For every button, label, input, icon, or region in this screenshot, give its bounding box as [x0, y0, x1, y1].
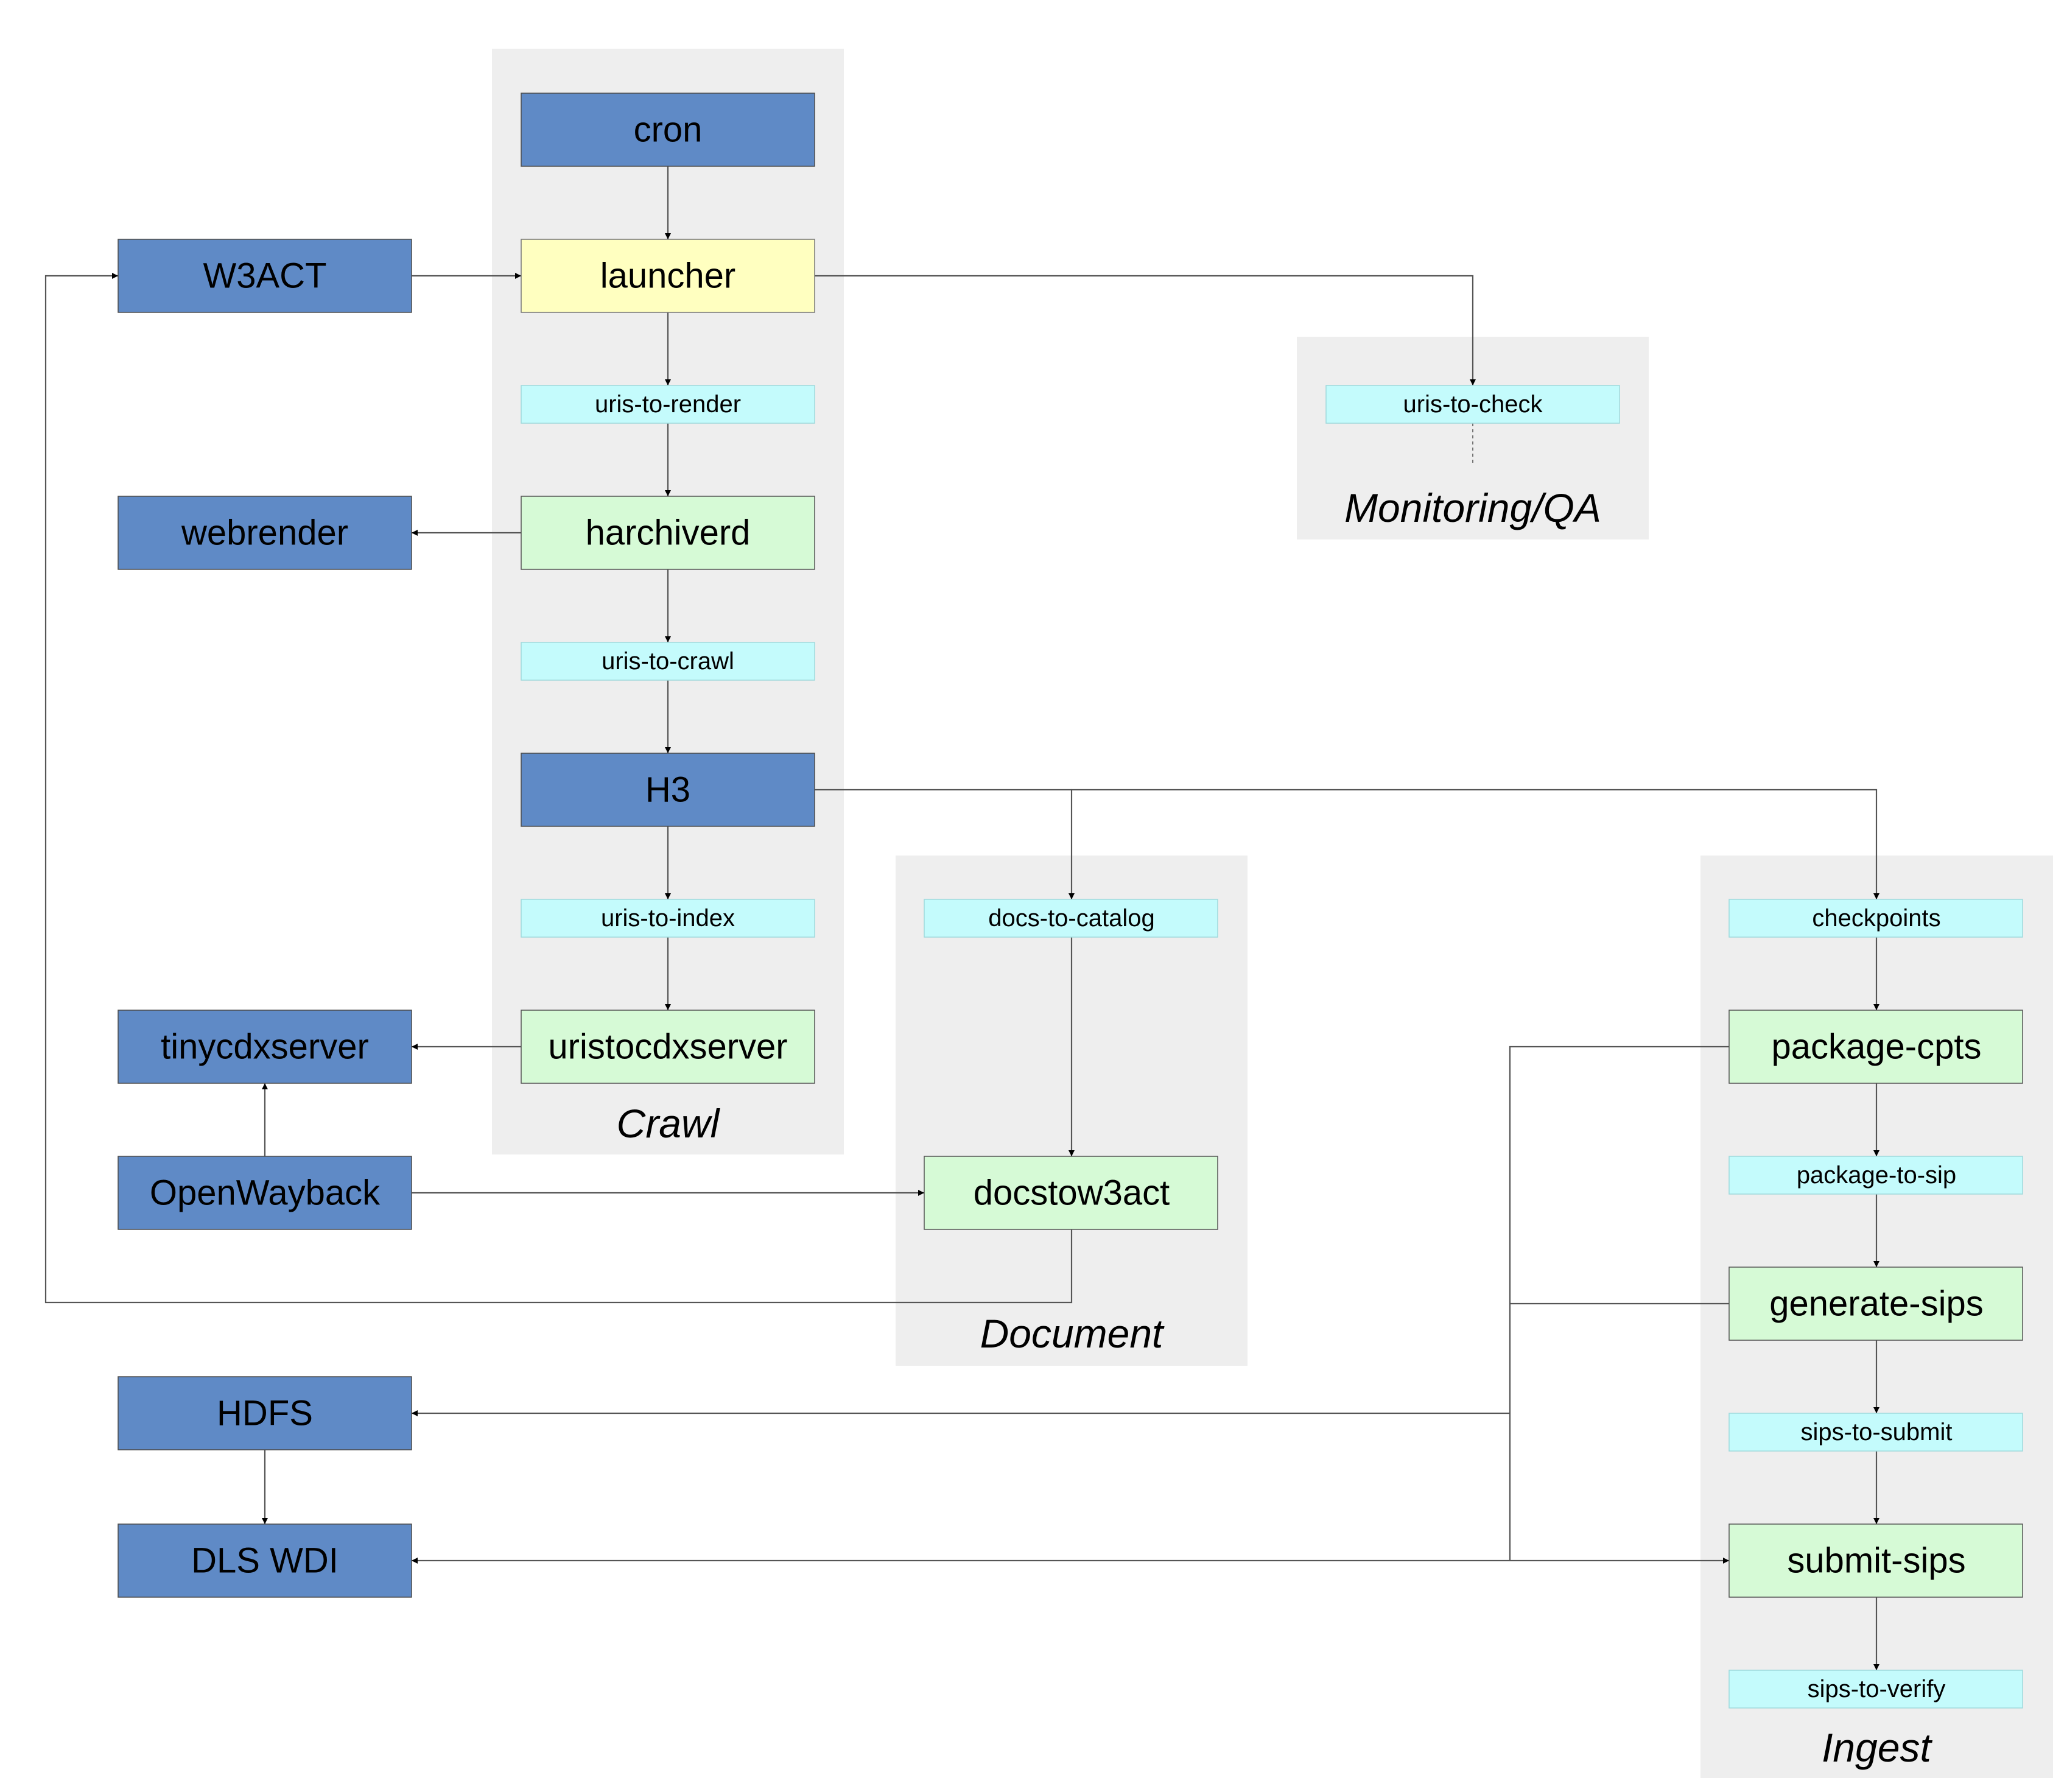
- docstow3act-node: docstow3act: [924, 1156, 1218, 1230]
- tinycdxserver-label: tinycdxserver: [161, 1027, 369, 1067]
- edge-launcher-uris-to-check: [815, 275, 1476, 385]
- docs-to-catalog-queue: docs-to-catalog: [924, 899, 1218, 938]
- uris-to-check-queue: uris-to-check: [1325, 385, 1620, 424]
- launcher-label: launcher: [600, 256, 735, 296]
- package-cpts-node: package-cpts: [1728, 1010, 2023, 1084]
- w3act-label: W3ACT: [203, 256, 327, 296]
- harchiverd-label: harchiverd: [586, 513, 751, 553]
- uristocdxserver-label: uristocdxserver: [548, 1027, 787, 1067]
- sips-to-submit-queue: sips-to-submit: [1728, 1413, 2023, 1452]
- uris-to-render-label: uris-to-render: [595, 391, 741, 418]
- submit-sips-node: submit-sips: [1728, 1523, 2023, 1598]
- tinycdxserver-node: tinycdxserver: [118, 1010, 412, 1084]
- w3act-node: W3ACT: [118, 239, 412, 313]
- uris-to-check-label: uris-to-check: [1403, 391, 1543, 418]
- edge-docstow3act-w3act: [44, 273, 1073, 1304]
- monitoring-group-label: Monitoring/QA: [1344, 485, 1601, 530]
- edges: [44, 166, 1879, 1670]
- dls-wdi-node: DLS WDI: [118, 1523, 412, 1598]
- edge-ingest-bus: [1509, 1045, 1729, 1561]
- launcher-node: launcher: [521, 239, 815, 313]
- sips-to-verify-label: sips-to-verify: [1808, 1676, 1946, 1702]
- uris-to-crawl-queue: uris-to-crawl: [521, 642, 815, 681]
- document-group-label: Document: [980, 1311, 1165, 1356]
- package-to-sip-label: package-to-sip: [1797, 1162, 1956, 1189]
- h3-node: H3: [521, 753, 815, 827]
- generate-sips-label: generate-sips: [1769, 1284, 1983, 1324]
- package-cpts-label: package-cpts: [1772, 1027, 1982, 1067]
- webrender-label: webrender: [181, 513, 348, 553]
- cron-label: cron: [634, 110, 703, 150]
- monitoring-group: Monitoring/QA: [1297, 337, 1649, 539]
- checkpoints-queue: checkpoints: [1728, 899, 2023, 938]
- package-to-sip-queue: package-to-sip: [1728, 1156, 2023, 1195]
- sips-to-submit-label: sips-to-submit: [1801, 1419, 1953, 1446]
- ingest-group-label: Ingest: [1822, 1725, 1932, 1770]
- generate-sips-node: generate-sips: [1728, 1267, 2023, 1341]
- docs-to-catalog-label: docs-to-catalog: [988, 905, 1154, 932]
- sips-to-verify-queue: sips-to-verify: [1728, 1670, 2023, 1709]
- uris-to-crawl-label: uris-to-crawl: [602, 648, 734, 675]
- crawl-group-label: Crawl: [617, 1101, 721, 1146]
- edge-h3-checkpoints: [1072, 789, 1879, 899]
- uris-to-render-queue: uris-to-render: [521, 385, 815, 424]
- dls-wdi-label: DLS WDI: [191, 1541, 339, 1581]
- submit-sips-label: submit-sips: [1787, 1541, 1965, 1581]
- harchiverd-node: harchiverd: [521, 496, 815, 570]
- openwayback-label: OpenWayback: [150, 1173, 381, 1213]
- cron-node: cron: [521, 93, 815, 167]
- uristocdxserver-node: uristocdxserver: [521, 1010, 815, 1084]
- h3-label: H3: [645, 770, 690, 810]
- openwayback-node: OpenWayback: [118, 1156, 412, 1230]
- hdfs-label: HDFS: [217, 1394, 313, 1433]
- docstow3act-label: docstow3act: [974, 1173, 1170, 1213]
- uris-to-index-label: uris-to-index: [601, 905, 735, 932]
- webrender-node: webrender: [118, 496, 412, 570]
- hdfs-node: HDFS: [118, 1376, 412, 1450]
- checkpoints-label: checkpoints: [1812, 905, 1940, 932]
- uris-to-index-queue: uris-to-index: [521, 899, 815, 938]
